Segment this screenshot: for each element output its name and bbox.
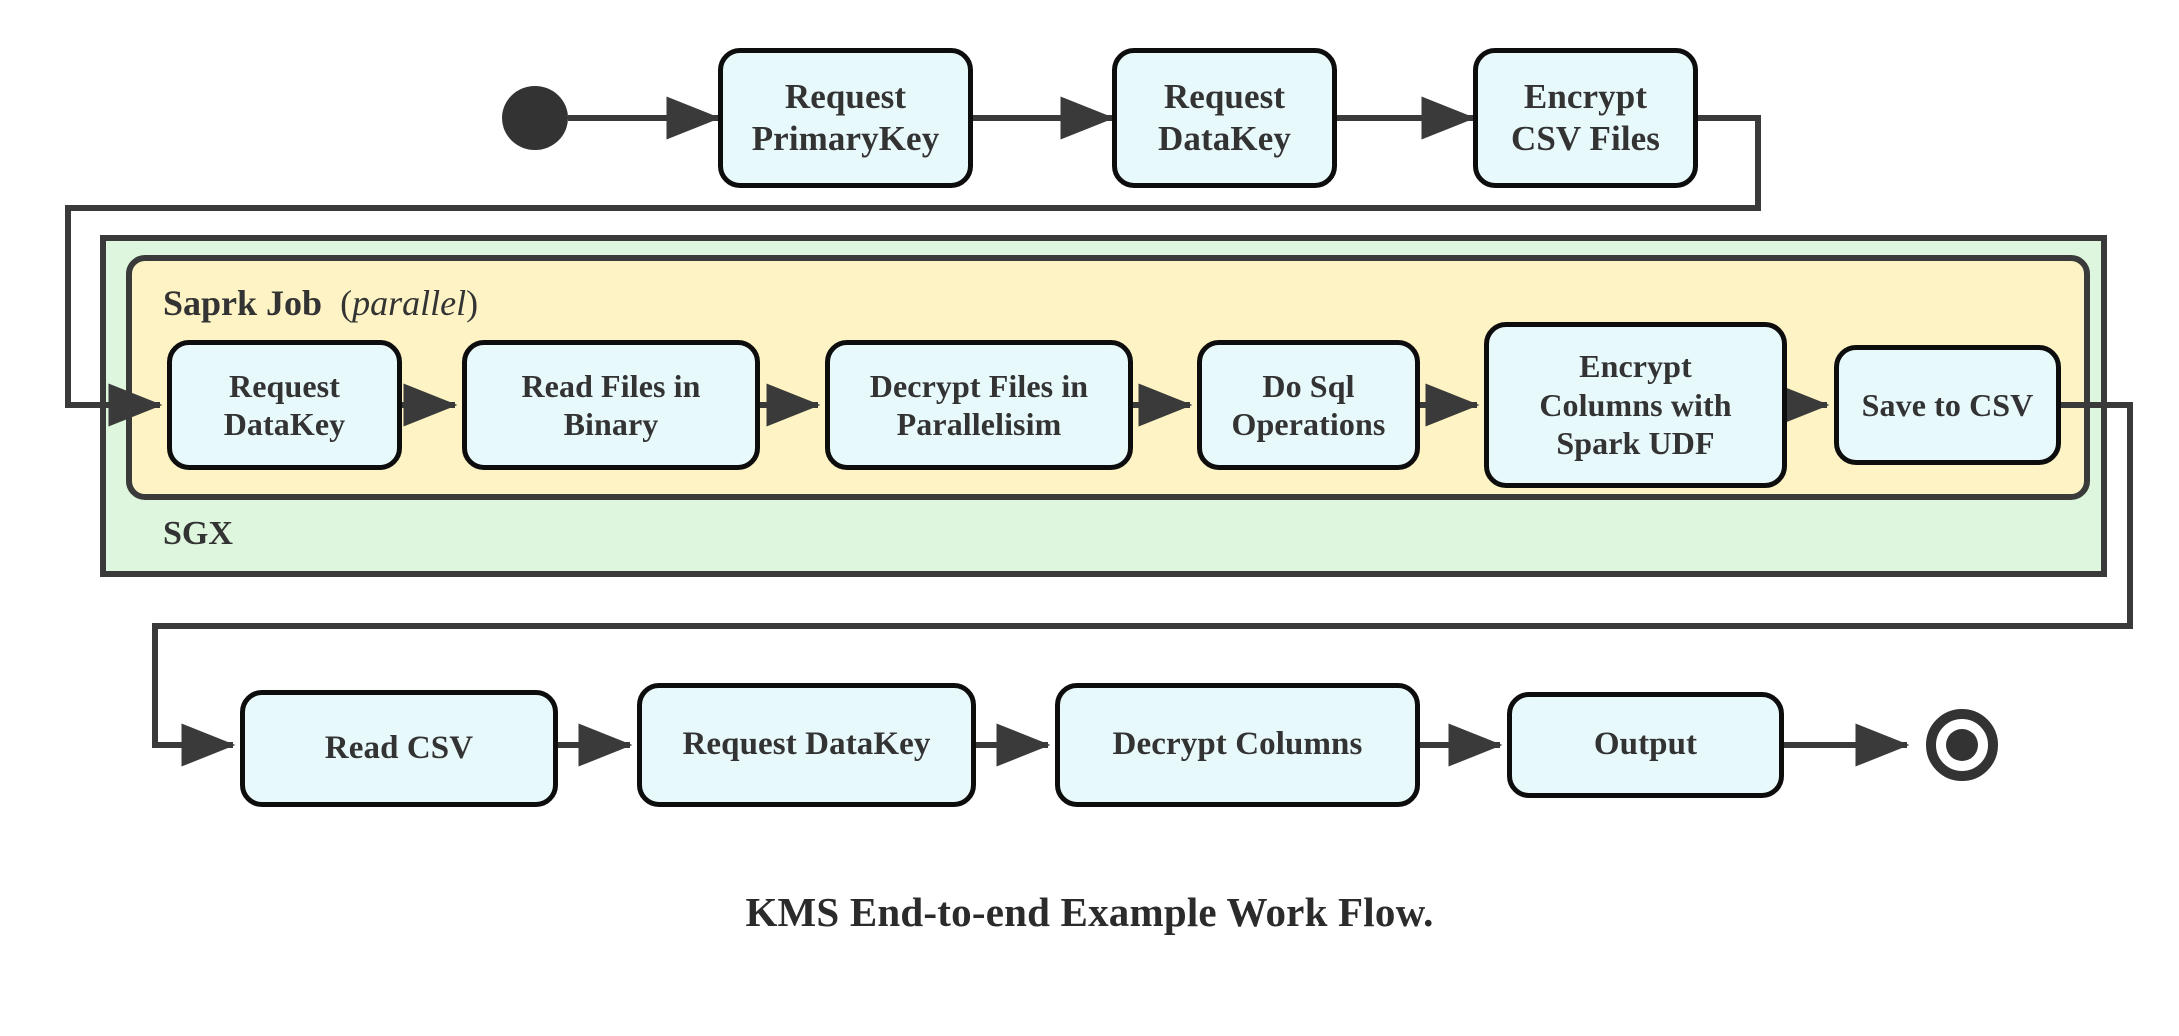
- node-label-line: Encrypt: [1579, 348, 1692, 385]
- node-label-line: Columns with: [1539, 386, 1732, 423]
- node-output[interactable]: Output: [1507, 692, 1784, 798]
- node-label-line: Request: [229, 367, 340, 404]
- figure-caption: KMS End-to-end Example Work Flow.: [745, 889, 1434, 935]
- start-state-icon: [502, 86, 568, 150]
- node-label-line: Read Files in: [521, 367, 701, 404]
- node-label-line: Decrypt Columns: [1112, 726, 1363, 763]
- node-label-line: Binary: [563, 406, 659, 442]
- node-label-line: Request DataKey: [682, 726, 931, 763]
- node-label-line: Output: [1593, 726, 1698, 763]
- node-read-files-in-binary[interactable]: Read Files in Binary: [462, 340, 760, 470]
- node-encrypt-csv-files[interactable]: Encrypt CSV Files: [1473, 48, 1698, 188]
- spark-job-annotation: parallel: [352, 283, 467, 323]
- node-request-datakey-bottom[interactable]: Request DataKey: [637, 683, 976, 807]
- node-label-line: DataKey: [1158, 119, 1291, 158]
- node-label-line: PrimaryKey: [751, 119, 940, 158]
- node-read-csv[interactable]: Read CSV: [240, 690, 558, 807]
- node-label-line: Encrypt: [1523, 77, 1648, 116]
- node-label-line: Operations: [1231, 406, 1386, 442]
- node-label-line: Read CSV: [324, 729, 474, 766]
- node-do-sql-operations[interactable]: Do Sql Operations: [1197, 340, 1420, 470]
- node-decrypt-columns[interactable]: Decrypt Columns: [1055, 683, 1420, 807]
- node-label-line: Do Sql: [1262, 367, 1355, 404]
- sgx-label: SGX: [163, 515, 233, 552]
- node-encrypt-columns-with-spark-udf[interactable]: Encrypt Columns with Spark UDF: [1484, 322, 1787, 488]
- node-label-line: Request: [784, 77, 907, 116]
- node-label-line: Spark UDF: [1556, 425, 1715, 462]
- spark-job-label: Saprk Job (parallel): [163, 283, 479, 323]
- node-request-datakey-spark[interactable]: Request DataKey: [167, 340, 402, 470]
- node-decrypt-files-in-parallelisim[interactable]: Decrypt Files in Parallelisim: [825, 340, 1133, 470]
- node-save-to-csv[interactable]: Save to CSV: [1834, 345, 2061, 465]
- node-label-line: Save to CSV: [1861, 386, 2034, 423]
- node-request-datakey-top[interactable]: Request DataKey: [1112, 48, 1337, 188]
- node-label-line: DataKey: [223, 406, 346, 442]
- end-state-inner-dot-icon: [1946, 729, 1978, 761]
- spark-job-title: Saprk Job: [163, 283, 323, 323]
- node-request-primarykey[interactable]: Request PrimaryKey: [718, 48, 973, 188]
- node-label-line: Decrypt Files in: [869, 367, 1089, 404]
- node-label-line: Parallelisim: [896, 406, 1062, 442]
- node-label-line: Request: [1163, 77, 1286, 116]
- node-label-line: CSV Files: [1510, 119, 1661, 158]
- end-state-outer-ring-icon: [1926, 709, 1998, 781]
